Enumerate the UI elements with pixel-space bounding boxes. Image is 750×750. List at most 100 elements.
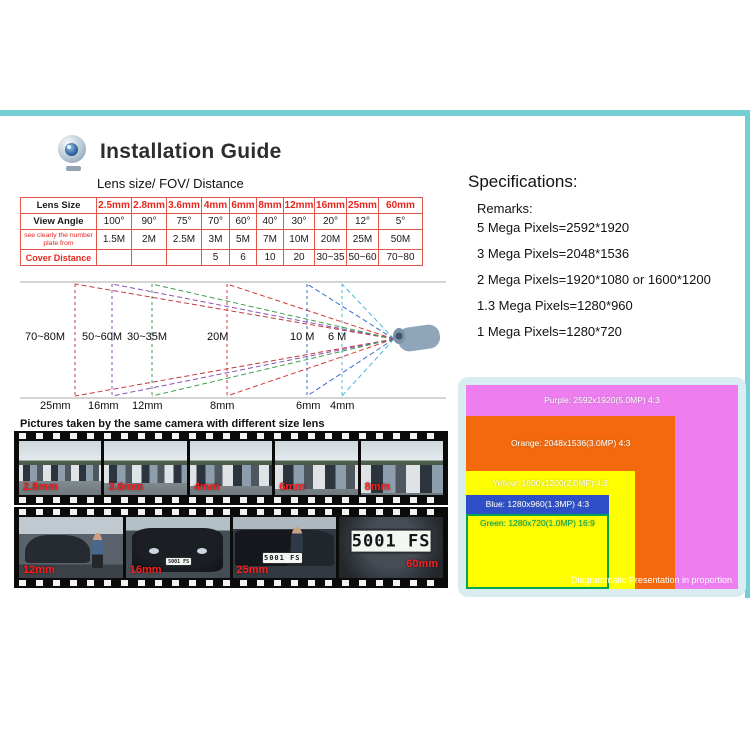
lens-table-cell: 8mm: [256, 197, 284, 214]
lens-table-row-label: View Angle: [20, 213, 97, 230]
film-frame: 5001 FS 60mm: [339, 517, 443, 578]
lens-table-row-label: see clearly the number plate from: [20, 229, 97, 250]
lens-table-cell: 70°: [201, 213, 230, 230]
fov-cones-svg: [20, 281, 446, 399]
lens-table-row-label: Lens Size: [20, 197, 97, 214]
film-sprocket-holes: [19, 509, 443, 515]
film-frame: 4mm: [189, 441, 273, 495]
fov-lens-label: 12mm: [132, 400, 163, 412]
resolution-rect-label: Yellow: 1600x1200(2.0MP) 4:3: [492, 477, 609, 488]
fov-distance-label: 30~35M: [127, 331, 168, 343]
license-plate: 5001 FS: [261, 552, 303, 564]
lens-table-cell: 3M: [201, 229, 230, 250]
film-frame: 6mm: [275, 441, 358, 495]
lens-table-cell: 100°: [96, 213, 132, 230]
lens-table-cell: 50M: [378, 229, 423, 250]
lens-table-cell: 12°: [346, 213, 379, 230]
lens-size-label: 25mm: [236, 564, 269, 576]
fov-lens-label: 25mm: [40, 400, 71, 412]
webcam-icon: [56, 135, 90, 171]
lens-table-cell: 5°: [378, 213, 423, 230]
lens-size-label: 60mm: [406, 558, 438, 570]
camera-icon: [393, 324, 441, 352]
fov-lens-label: 6mm: [296, 400, 321, 412]
spec-line: 5 Mega Pixels=2592*1920: [477, 220, 630, 235]
lens-table-cell: 20M: [314, 229, 347, 250]
spec-line: 2 Mega Pixels=1920*1080 or 1600*1200: [477, 272, 711, 287]
film-frame: 2.8mm: [19, 441, 102, 495]
fov-distance-label: 6 M: [328, 331, 347, 343]
lens-table-cell: 5: [201, 249, 230, 266]
spec-line: 3 Mega Pixels=2048*1536: [477, 246, 630, 261]
lens-size-label: 16mm: [129, 564, 162, 576]
lens-table-cell: 7M: [256, 229, 284, 250]
fov-lens-label: 8mm: [210, 400, 235, 412]
film-sprocket-holes: [19, 580, 443, 586]
fov-distance-label: 50~60M: [82, 331, 123, 343]
lens-table-cell: 30°: [283, 213, 315, 230]
specifications-heading: Specifications:: [468, 172, 578, 191]
film-frame: 12mm: [19, 517, 123, 578]
lens-table-cell: [131, 249, 167, 266]
lens-table-cell: 2M: [131, 229, 167, 250]
fov-lens-label: 4mm: [330, 400, 355, 412]
lens-size-label: 12mm: [23, 564, 55, 576]
top-accent-bar: [0, 110, 750, 116]
lens-size-label: 8mm: [364, 481, 391, 493]
lens-table-cell: 2.5M: [166, 229, 202, 250]
resolution-rect-label: Green: 1280x720(1.0MP) 16:9: [479, 517, 595, 528]
lens-size-label: 3.6mm: [108, 481, 144, 493]
lens-table-cell: 6: [229, 249, 257, 266]
lens-table-cell: 4mm: [201, 197, 230, 214]
lens-table-cell: 12mm: [283, 197, 315, 214]
resolution-rect-label: Blue: 1280x960(1.3MP) 4:3: [485, 499, 590, 510]
film-sprocket-holes: [19, 433, 443, 439]
lens-size-label: 6mm: [279, 481, 305, 493]
fov-distance-label: 70~80M: [25, 331, 66, 343]
lens-table-cell: 60°: [229, 213, 257, 230]
webcam-base: [66, 166, 81, 171]
lens-table-row-label: Cover Distance: [20, 249, 97, 266]
lens-table-cell: 1.5M: [96, 229, 132, 250]
lens-table-cell: 6mm: [229, 197, 257, 214]
lens-table-cell: 60mm: [378, 197, 423, 214]
fov-distance-label: 20M: [207, 331, 229, 343]
lens-size-label: 2.8mm: [23, 481, 58, 493]
film-frame: 8mm: [360, 441, 444, 495]
megapixel-remarks-list: 5 Mega Pixels=2592*1920 3 Mega Pixels=204…: [477, 215, 711, 345]
film-strip-1: 2.8mm 3.6mm 4mm 6mm 8mm: [14, 431, 448, 505]
license-plate: 5001 FS: [349, 529, 433, 554]
spec-line: 1.3 Mega Pixels=1280*960: [477, 298, 633, 313]
lens-table-cell: 50~60: [346, 249, 379, 266]
lens-table-cell: 25M: [346, 229, 379, 250]
webcam-glint: [67, 145, 71, 149]
lens-table-cell: 20: [283, 249, 315, 266]
lens-table-cell: 20°: [314, 213, 347, 230]
spec-line: 1 Mega Pixels=1280*720: [477, 324, 622, 339]
lens-table-cell: 75°: [166, 213, 202, 230]
film-caption: Pictures taken by the same camera with d…: [20, 418, 325, 430]
lens-table-cell: 3.6mm: [166, 197, 202, 214]
lens-table-cell: [96, 249, 132, 266]
lens-table-cell: 10: [256, 249, 284, 266]
lens-table-cell: 25mm: [346, 197, 379, 214]
page-subtitle: Lens size/ FOV/ Distance: [97, 176, 244, 191]
resolution-rect-label: Orange: 2048x1536(3.0MP) 4:3: [510, 438, 631, 449]
remarks-label: Remarks:: [477, 201, 533, 216]
resolution-rect-green: Green: 1280x720(1.0MP) 16:9: [466, 513, 609, 589]
resolution-diagram-footer: Diagrammatic Presentation in proportion: [570, 575, 732, 585]
lens-table-cell: 90°: [131, 213, 167, 230]
license-plate: 5001 FS: [165, 557, 193, 566]
lens-table-cell: [166, 249, 202, 266]
film-frame: 3.6mm: [104, 441, 187, 495]
fov-lens-label: 16mm: [88, 400, 119, 412]
